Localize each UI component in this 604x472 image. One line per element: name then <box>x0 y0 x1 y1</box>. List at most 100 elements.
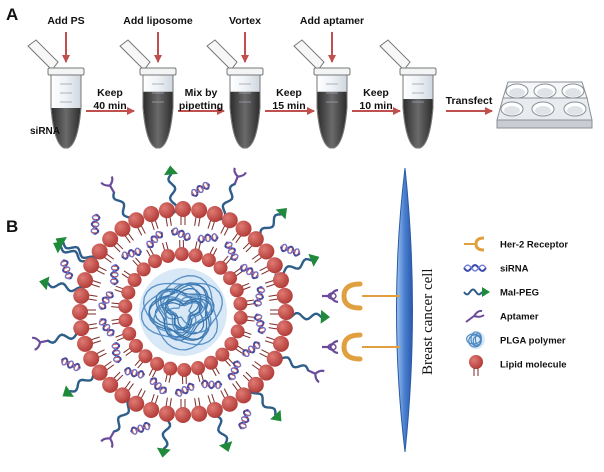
sirna-helix <box>170 227 191 242</box>
receptor-icon <box>464 236 485 252</box>
lipid-head <box>77 335 94 352</box>
mal-peg-chain <box>100 397 135 449</box>
sirna-helix <box>90 213 101 236</box>
encapsulated-sirna <box>60 181 301 435</box>
lipid-head <box>266 257 283 274</box>
sirna-helix <box>253 313 267 335</box>
lipid-head <box>136 262 151 277</box>
aptamer-stem <box>109 430 115 439</box>
lipid-head <box>91 364 108 381</box>
lipid-head <box>235 387 252 404</box>
plga-icon <box>466 331 485 349</box>
her2-receptor-binding <box>322 281 400 362</box>
lipid-head <box>229 283 244 298</box>
aptamer-arm <box>109 175 114 187</box>
sirna-helix <box>121 247 142 260</box>
lipid-head <box>191 202 208 219</box>
sirna-helix <box>149 377 167 395</box>
lipid-head <box>258 364 275 381</box>
lipid-head <box>215 347 230 362</box>
legend-item: PLGA polymer <box>466 331 566 349</box>
mal-peg-tip <box>308 253 320 267</box>
lipid-head <box>266 350 283 367</box>
lipid-head <box>147 254 162 269</box>
step-arrow-label: Keep <box>276 87 302 99</box>
lipid-head <box>188 248 203 263</box>
aptamer-arm <box>314 369 325 375</box>
lipid-head <box>160 248 175 263</box>
lipid-head <box>163 361 178 376</box>
well-bottom <box>509 88 525 97</box>
legend-item: Lipid molecule <box>469 355 567 376</box>
sirna-helix <box>111 341 122 364</box>
cell-label: Breast cancer cell <box>420 268 436 375</box>
microcentrifuge-tube-icon <box>379 39 437 149</box>
legend-item: Mal-PEG <box>463 287 539 299</box>
sirna-helix <box>253 285 266 307</box>
lipid-head <box>206 206 223 223</box>
lipid-head <box>276 287 293 304</box>
legend-label: Her-2 Receptor <box>500 240 568 251</box>
mal-peg-tip <box>320 309 331 324</box>
lipid-icon <box>469 355 483 376</box>
microcentrifuge-tube-icon <box>206 39 264 149</box>
sirna-helix <box>109 263 120 286</box>
tube-sequence <box>27 39 437 149</box>
well-plate-icon <box>496 81 593 129</box>
aptamer-arm <box>34 342 42 351</box>
step-arrow-label: 10 min <box>359 100 392 112</box>
aptamer-stem <box>109 185 115 194</box>
plga-strand <box>142 282 223 351</box>
step-top-label: Add PS <box>47 15 84 27</box>
aptamer-stem <box>39 339 49 344</box>
lipid-head <box>102 231 119 248</box>
aptamer-arm <box>100 181 111 187</box>
microcentrifuge-tube-icon <box>119 39 177 149</box>
lipid-head <box>223 271 238 286</box>
lipid-head <box>230 324 245 339</box>
step-arrow-label: Transfect <box>446 95 493 107</box>
step-top-label: Add liposome <box>123 15 193 27</box>
lipid-head <box>114 387 131 404</box>
lipid-head <box>143 206 160 223</box>
well-bottom <box>567 106 583 115</box>
lipid-head <box>174 247 189 262</box>
lipid-head <box>221 212 238 229</box>
mal-peg-chain <box>39 276 87 293</box>
lipid-head <box>128 395 145 412</box>
sirna-helix <box>197 233 219 244</box>
aptamer-arm <box>233 167 239 178</box>
plga-strand <box>162 296 206 334</box>
aptamer-stem <box>307 369 316 375</box>
lipid-head <box>224 336 239 351</box>
lipid-head <box>143 401 160 418</box>
mal-peg-tip <box>270 409 282 422</box>
aptamer-icon <box>465 309 485 323</box>
lipid-head <box>83 257 100 274</box>
legend-label: PLGA polymer <box>500 336 566 347</box>
microcentrifuge-tube-icon <box>293 39 351 149</box>
lipid-head <box>201 253 216 268</box>
lipid-polymer-nanoparticle <box>31 165 331 458</box>
lipid-head <box>73 287 90 304</box>
step-top-label: Vortex <box>229 15 261 27</box>
aptamer-arm <box>100 437 111 443</box>
plga-polymer-core <box>139 268 227 356</box>
lipid-head <box>247 231 264 248</box>
mal-peg-tip <box>218 441 233 452</box>
sirna-helix <box>238 409 252 430</box>
lipid-head <box>247 376 264 393</box>
legend-label: siRNA <box>500 264 529 275</box>
sirna-helix <box>200 379 223 390</box>
lipid-head <box>235 220 252 237</box>
lipid-head <box>128 212 145 229</box>
sirna-helix <box>280 243 301 257</box>
well-bottom <box>537 88 553 97</box>
sirna-helix <box>130 421 151 435</box>
lipid-head <box>77 272 94 289</box>
lipid-head <box>276 320 293 337</box>
mal-peg-tip <box>275 207 288 220</box>
legend-label: Aptamer <box>500 312 539 323</box>
plga-strand <box>154 288 205 335</box>
